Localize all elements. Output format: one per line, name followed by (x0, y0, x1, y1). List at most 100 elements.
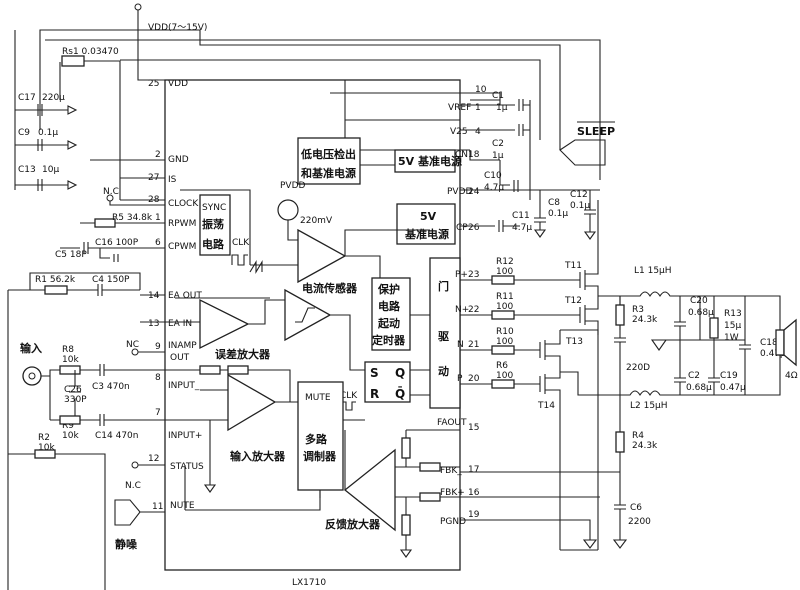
pin17-name: FBK_ (440, 466, 462, 476)
pin1-name: RPWM (168, 219, 196, 229)
pin18-num: 18 (468, 150, 480, 160)
c4-label: C4 150P (92, 275, 130, 285)
sr-s: S (370, 366, 379, 380)
ground-c8 (533, 229, 547, 238)
ref5v-block (396, 203, 456, 245)
speaker-wires (745, 295, 781, 396)
c8-value: 0.1μ (548, 209, 568, 219)
mux-line2: 调制器 (303, 449, 337, 463)
r10-resistor (491, 345, 515, 355)
c17-symbol (37, 104, 78, 116)
schmitt-symbol (295, 307, 315, 323)
input-amplifier (227, 373, 277, 432)
r2-resistor (34, 449, 56, 459)
c12-label: C12 (570, 190, 588, 200)
pin9-num: 9 (155, 342, 161, 352)
rs1-label: Rs1 0.03470 (62, 47, 119, 57)
mv-label: 220mV (300, 216, 333, 226)
mux-modulator (297, 381, 344, 491)
r4-resistor (615, 431, 625, 453)
r6-label: R6 (496, 361, 508, 371)
fbk-return-wires (460, 471, 620, 540)
gate-line3: 动 (438, 364, 449, 378)
pin4-num: 4 (475, 127, 481, 137)
r12-resistor (491, 275, 515, 285)
fb-r4 (401, 514, 411, 536)
r8-resistor (59, 365, 81, 375)
oscillator-block (199, 194, 231, 256)
c2-value: 1μ (492, 151, 504, 161)
r4-wires (614, 395, 626, 540)
c13-symbol (37, 179, 78, 191)
c13-label: C13 (18, 165, 36, 175)
uvlo-block (297, 137, 361, 185)
nc3-node (131, 461, 139, 469)
pin1-num: 1 (155, 213, 161, 223)
gate-line2: 驱 (438, 330, 449, 343)
clk2-label: CLK (340, 391, 358, 401)
r12-value: 100 (496, 267, 513, 277)
sr-r: R (370, 387, 379, 401)
pin15-num: 15 (468, 423, 479, 433)
mute-switch (114, 499, 165, 526)
c19-wires (708, 370, 720, 395)
r11-value: 100 (496, 302, 513, 312)
speaker-cone (783, 318, 797, 367)
sr-latch (364, 361, 411, 403)
pin26-name: CP (456, 223, 468, 233)
pin2-num: 2 (155, 150, 161, 160)
feedback-amplifier (343, 448, 396, 532)
c12-value: 0.1μ (570, 201, 590, 211)
pin19-name: PGND (440, 517, 466, 527)
c2-label: C2 (492, 139, 504, 149)
fb-r2 (419, 462, 441, 472)
uvlo-line2: 和基准电源 (301, 166, 356, 180)
pin8-num: 8 (155, 373, 161, 383)
pin6-name: CPWM (168, 242, 196, 252)
pin22-name: N+ (455, 305, 469, 315)
mux-mute: MUTE (305, 393, 331, 403)
t12-label: T12 (564, 296, 582, 306)
ref5v-line2: 基准电源 (404, 227, 449, 241)
r2-value: 10k (38, 443, 55, 453)
speaker-body (775, 329, 785, 356)
pin20-name: P (457, 374, 463, 384)
c9-value: 0.1μ (38, 128, 58, 138)
ground-output (650, 339, 668, 351)
sr-qb: Q̄ (395, 386, 405, 401)
vdd-wires (45, 30, 601, 180)
c2b-value: 0.68μ (686, 383, 712, 393)
c8-label: C8 (548, 198, 560, 208)
input-amp-r1 (199, 365, 221, 375)
sleep-label: SLEEP (577, 125, 615, 138)
pin1r-num: 1 (475, 103, 481, 113)
r13-watt: 1W (724, 333, 739, 343)
protect-block (371, 277, 411, 351)
uvlo-line1: 低电压检出 (300, 147, 356, 161)
r10-label: R10 (496, 327, 514, 337)
feedback-wires (344, 429, 460, 550)
c11-value: 4.7μ (512, 223, 532, 233)
pin24-num: 24 (468, 187, 480, 197)
c20-wires (674, 296, 686, 340)
cpwm-wire (60, 242, 165, 262)
c8-c12-wires (460, 189, 600, 232)
rs1-resistor (61, 55, 85, 67)
pvdd-label: PVDD (280, 181, 306, 191)
ref5v-line1: 5V (420, 210, 437, 223)
r5-label: R5 34.8k (112, 213, 153, 223)
mux-line1: 多路 (305, 432, 328, 446)
t13-label: T13 (565, 337, 583, 347)
c26-value: 330P (64, 395, 87, 405)
input-amp-wires (200, 369, 298, 470)
r4-label: R4 (632, 431, 644, 441)
t14-label: T14 (537, 401, 555, 411)
schmitt-comparator (284, 288, 332, 342)
r3-wires (614, 296, 626, 395)
pin9-out: OUT (170, 353, 190, 363)
r2-wire (8, 453, 106, 590)
pin28-name: CLOCK (168, 199, 199, 209)
pin11-num: 11 (152, 502, 163, 512)
right-caps-wires (460, 99, 531, 200)
